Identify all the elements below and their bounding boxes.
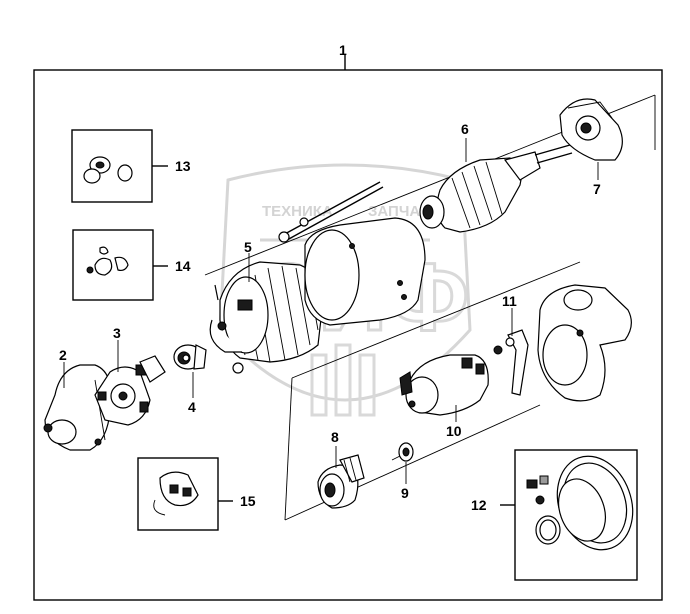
part-frame-housing bbox=[304, 217, 426, 326]
watermark-left-text: ТЕХНИКА bbox=[262, 203, 333, 220]
callout-7: 7 bbox=[593, 181, 601, 197]
assembly-frame bbox=[33, 55, 663, 601]
callout-9: 9 bbox=[401, 485, 409, 501]
part-drive-end-plate bbox=[559, 98, 623, 161]
part-armature bbox=[419, 144, 573, 233]
part-drive-housing bbox=[537, 284, 632, 402]
callout-5: 5 bbox=[244, 239, 252, 255]
callout-11: 11 bbox=[502, 293, 517, 309]
callout-10: 10 bbox=[446, 423, 462, 439]
part-shift-lever bbox=[493, 329, 529, 396]
kit-box-brushes bbox=[137, 457, 233, 531]
callout-1: 1 bbox=[339, 42, 347, 58]
part-through-bolt bbox=[278, 181, 384, 243]
callout-2: 2 bbox=[59, 347, 67, 363]
part-washer bbox=[391, 442, 414, 462]
callout-4: 4 bbox=[188, 399, 196, 415]
kit-box-springs bbox=[72, 229, 168, 301]
part-pinion-drive bbox=[317, 454, 365, 509]
callout-3: 3 bbox=[113, 325, 121, 341]
leader-lines bbox=[63, 138, 599, 484]
part-solenoid bbox=[399, 354, 489, 416]
callout-13: 13 bbox=[175, 158, 191, 174]
callout-8: 8 bbox=[331, 429, 339, 445]
part-bearing bbox=[173, 344, 207, 370]
callout-15: 15 bbox=[240, 493, 256, 509]
kit-box-seals bbox=[500, 449, 638, 581]
kit-box-bushings bbox=[71, 129, 168, 203]
callout-12: 12 bbox=[471, 497, 487, 513]
callout-14: 14 bbox=[175, 258, 191, 274]
part-brush-plate bbox=[94, 355, 166, 426]
callout-6: 6 bbox=[461, 121, 469, 137]
callout-labels: 1 2 3 4 5 6 7 8 9 10 11 12 13 14 15 bbox=[59, 42, 601, 513]
part-field-coil bbox=[209, 261, 323, 374]
